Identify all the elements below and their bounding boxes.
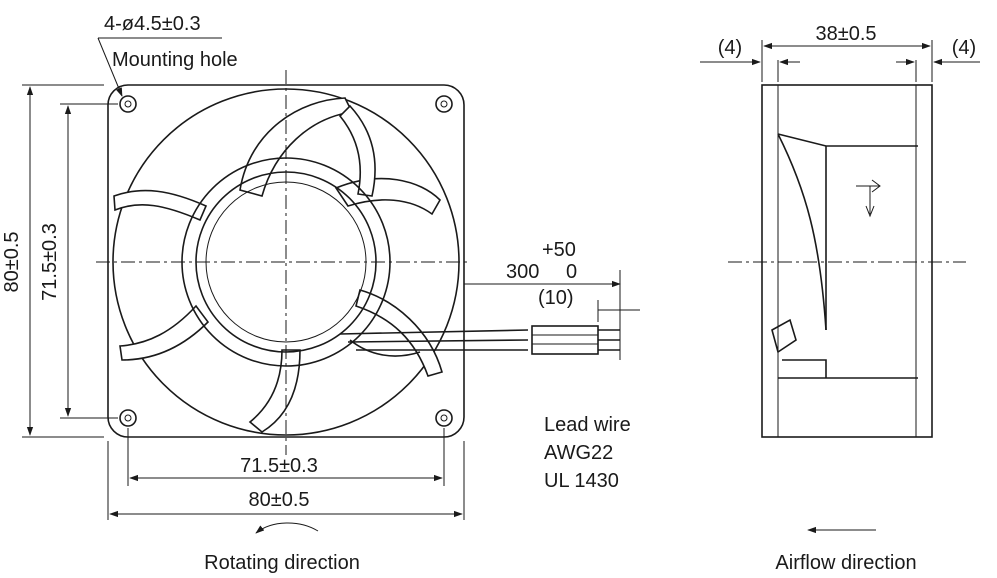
- impeller-blades: [113, 97, 443, 433]
- dim-height-outer: 80±0.5: [1, 231, 23, 292]
- hole-label: Mounting hole: [112, 49, 238, 71]
- hole-spec: 4-ø4.5±0.3: [104, 13, 201, 35]
- wire-tolerance-upper: +50: [542, 239, 576, 261]
- airflow-label: Airflow direction: [775, 552, 916, 574]
- wire-strip-length: (10): [538, 287, 574, 309]
- wire-length: 300: [506, 261, 539, 283]
- dim-flange-right: (4): [952, 37, 976, 59]
- mounting-holes: [119, 95, 453, 427]
- fan-frame: [107, 84, 465, 438]
- lead-wire-dimensions: +50 300 0 (10) Lead wire AWG22 UL 1430: [464, 239, 640, 492]
- lead-wire-gauge: AWG22: [544, 442, 613, 464]
- side-frame: [761, 84, 933, 438]
- dim-width-pitch: 71.5±0.3: [240, 455, 318, 477]
- side-view: 38±0.5 (4) (4) Airflow direction: [700, 23, 980, 574]
- lead-wire-title: Lead wire: [544, 414, 631, 436]
- dim-height-pitch: 71.5±0.3: [39, 223, 61, 301]
- front-view: 80±0.5 71.5±0.3 71.5±0.3 80±0.5 4-ø4.5±0…: [1, 13, 620, 574]
- dim-flange-left: (4): [718, 37, 742, 59]
- rotation-arrow: [255, 522, 319, 534]
- dim-depth: 38±0.5: [815, 23, 876, 45]
- lead-wire-standard: UL 1430: [544, 470, 619, 492]
- lead-wires: [339, 325, 620, 357]
- dim-width-outer: 80±0.5: [248, 489, 309, 511]
- wire-tolerance-lower: 0: [566, 261, 577, 283]
- rotation-label: Rotating direction: [204, 552, 360, 574]
